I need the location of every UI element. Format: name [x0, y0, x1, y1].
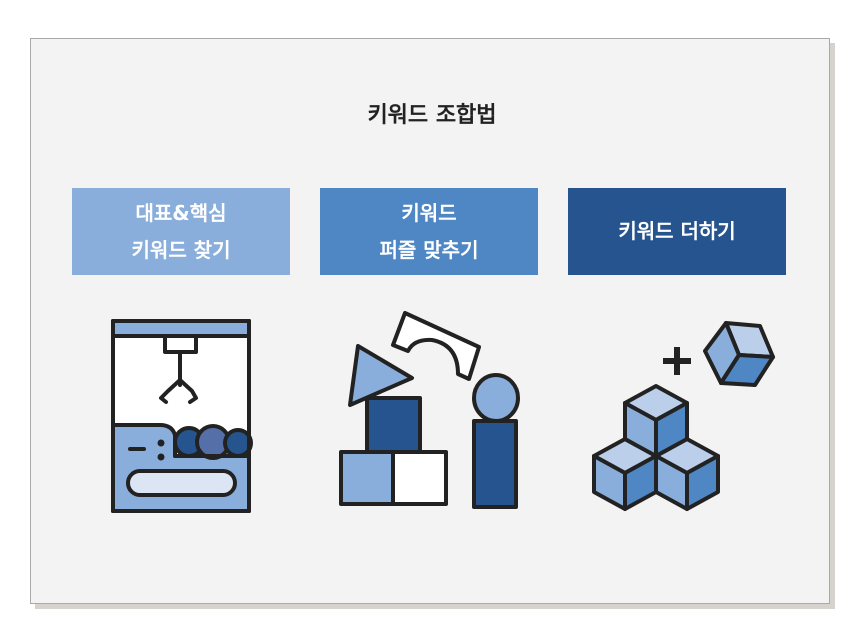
step-box-puzzle: 키워드 퍼즐 맞추기 [320, 188, 538, 275]
cube-right [654, 437, 720, 511]
box-line: 키워드 찾기 [131, 237, 231, 262]
diagram-title: 키워드 조합법 [367, 103, 497, 128]
box-line: 키워드 더하기 [618, 219, 736, 243]
step-box-find-keywords: 대표&핵심 키워드 찾기 [72, 188, 290, 275]
cubes-plus-icon [592, 321, 775, 511]
claw-machine-icon [111, 319, 253, 513]
box-line: 퍼즐 맞추기 [379, 237, 479, 262]
floating-cube [703, 321, 775, 387]
building-blocks-icon [339, 311, 520, 509]
step-box-add-keywords: 키워드 더하기 [568, 188, 786, 275]
box-line: 대표&핵심 [135, 200, 227, 225]
cube-left [592, 437, 658, 511]
box-line: 키워드 [401, 200, 457, 225]
cube-top [623, 384, 689, 458]
